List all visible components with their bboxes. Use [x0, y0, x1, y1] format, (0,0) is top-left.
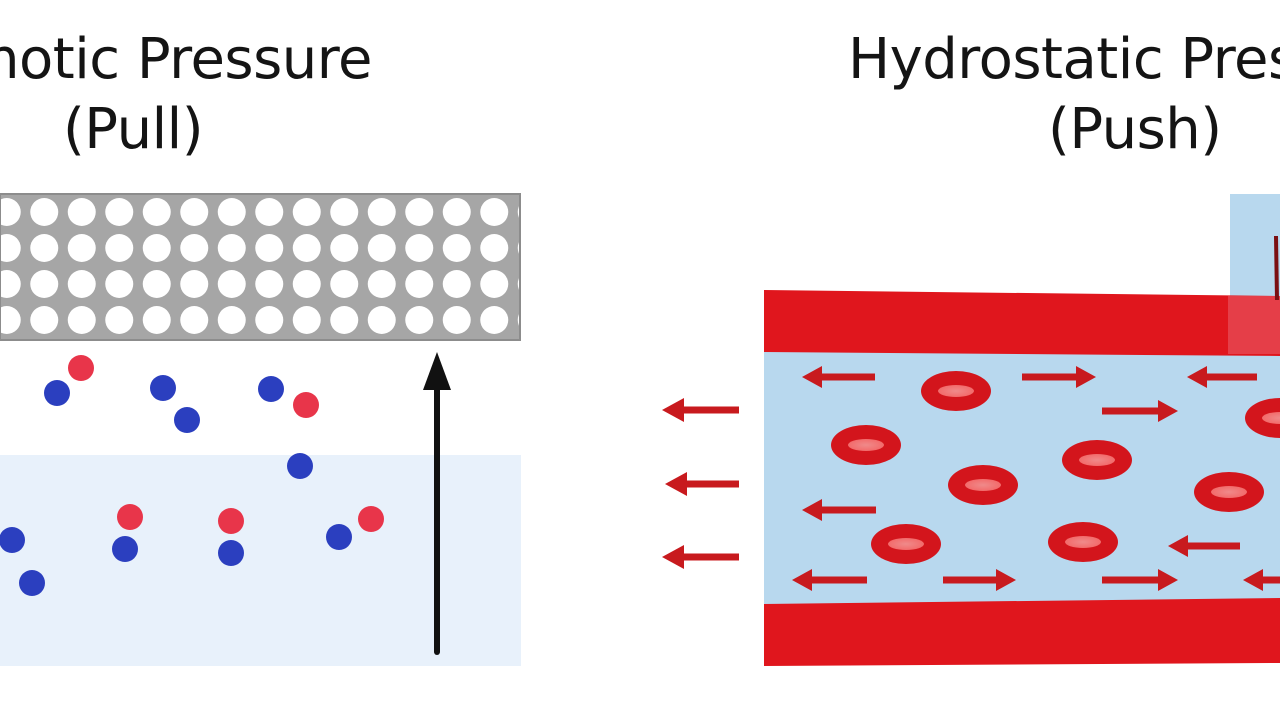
flow-arrow: [792, 569, 867, 591]
red-blood-cell: [948, 465, 1018, 505]
flow-arrow: [1168, 535, 1240, 557]
osmotic-title-line2: (Pull): [62, 97, 204, 162]
red-blood-cell: [1194, 472, 1264, 512]
hydrostatic-panel: [662, 194, 1280, 666]
flow-arrow: [1102, 569, 1178, 591]
red-blood-cell: [1062, 440, 1132, 480]
vessel-wall-top: [764, 290, 1280, 356]
flow-arrow: [1187, 366, 1257, 388]
red-blood-cell: [831, 425, 901, 465]
flow-arrow: [1102, 400, 1178, 422]
solute-particle-red: [68, 355, 94, 381]
flow-arrow: [802, 499, 876, 521]
solute-particle-red: [293, 392, 319, 418]
hydrostatic-title-line2: (Push): [1048, 97, 1222, 162]
flow-arrow: [802, 366, 875, 388]
solute-particle-blue: [174, 407, 200, 433]
hydrostatic-title-line1: Hydrostatic Pressure: [848, 27, 1280, 92]
red-blood-cell: [1048, 522, 1118, 562]
solute-particle-red: [358, 506, 384, 532]
filtration-arrow: [662, 398, 739, 422]
osmotic-panel: [0, 193, 521, 666]
red-blood-cells: [831, 371, 1280, 564]
wall-edge-mark: [1274, 235, 1279, 301]
red-blood-cell: [1245, 398, 1280, 438]
solute-particle-red: [218, 508, 244, 534]
solute-particles: [0, 355, 384, 596]
solute-particle-blue: [326, 524, 352, 550]
solute-particle-blue: [44, 380, 70, 406]
solute-particle-blue: [150, 375, 176, 401]
pull-arrow: [423, 352, 451, 655]
red-blood-cell: [921, 371, 991, 411]
wall-highlight: [1228, 296, 1280, 354]
filtration-arrow: [662, 545, 739, 569]
solution-compartment: [0, 455, 521, 666]
solute-particle-blue: [112, 536, 138, 562]
blood-plasma: [764, 350, 1280, 604]
osmotic-title-line1: Osmotic Pressure: [0, 27, 373, 92]
solute-particle-blue: [19, 570, 45, 596]
solute-particle-blue: [218, 540, 244, 566]
solute-particle-blue: [0, 527, 25, 553]
flow-arrow: [1022, 366, 1096, 388]
flow-arrow: [943, 569, 1016, 591]
semipermeable-membrane: [0, 193, 521, 341]
flow-arrow: [1243, 569, 1280, 591]
red-blood-cell: [871, 524, 941, 564]
solute-particle-blue: [287, 453, 313, 479]
flow-arrows: [792, 366, 1280, 591]
vessel-wall-bottom: [764, 598, 1280, 666]
filtration-arrows: [662, 398, 739, 569]
filtration-arrow: [665, 472, 739, 496]
solute-particle-red: [117, 504, 143, 530]
solute-particle-blue: [258, 376, 284, 402]
